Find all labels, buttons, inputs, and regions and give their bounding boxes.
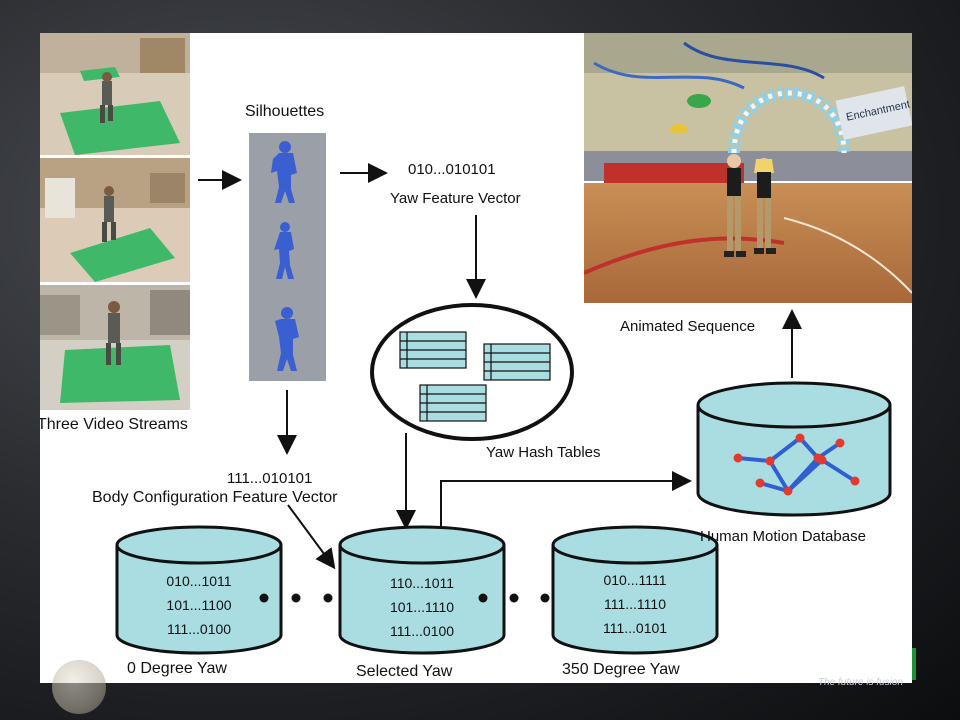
body-code-label: 111...010101 xyxy=(227,470,313,487)
human-motion-database-label: Human Motion Database xyxy=(700,528,866,545)
slide-canvas: Enchantment Under The Sea xyxy=(40,33,912,683)
hash-table-2 xyxy=(483,343,551,381)
body-feature-vector-label: Body Configuration Feature Vector xyxy=(92,489,338,506)
yaw-feature-vector-label: Yaw Feature Vector xyxy=(390,190,521,207)
video-stream-1 xyxy=(40,33,190,155)
cylinder-0-degree-yaw xyxy=(115,525,283,655)
cylinder-caption-0-degree: 0 Degree Yaw xyxy=(127,660,227,677)
cyl0-code-3: 111...0100 xyxy=(167,621,231,637)
ellipsis-dots-right xyxy=(478,593,550,603)
cyl1-code-2: 101...1110 xyxy=(390,599,454,615)
animated-sequence-render: Enchantment Under The Sea xyxy=(584,33,912,303)
cyl2-code-3: 111...0101 xyxy=(603,620,667,636)
cylinder-caption-selected: Selected Yaw xyxy=(356,663,453,680)
cyl1-code-3: 111...0100 xyxy=(390,623,454,639)
hash-table-3 xyxy=(419,384,487,422)
silhouettes-label: Silhouettes xyxy=(245,103,325,120)
cylinder-350-degree-yaw xyxy=(551,525,719,655)
cyl2-code-1: 010...1111 xyxy=(603,572,666,588)
video-stream-2 xyxy=(40,158,190,282)
yaw-code-label: 010...010101 xyxy=(408,161,496,178)
animated-character-female xyxy=(754,158,776,254)
cylinder-caption-350-degree: 350 Degree Yaw xyxy=(562,661,680,678)
ellipsis-dots-left xyxy=(259,593,333,603)
silhouette-figure-2 xyxy=(274,222,294,279)
diagram-overlay: 010...1011 101...1100 111...0100 110...1… xyxy=(115,163,892,655)
motion-skeleton-nodes xyxy=(733,433,860,496)
university-seal-logo xyxy=(52,660,106,714)
footer-tagline: The future is fusion xyxy=(818,677,904,688)
arrow-selected-yaw-to-motion-db xyxy=(440,471,692,530)
animated-character-male xyxy=(724,154,746,257)
three-video-streams-label: Three Video Streams xyxy=(40,416,188,433)
hash-table-1 xyxy=(399,331,467,369)
human-motion-database-cylinder xyxy=(696,381,892,517)
video-stream-3 xyxy=(40,285,190,410)
cyl2-code-2: 111...1110 xyxy=(604,596,666,612)
silhouette-figure-3 xyxy=(275,307,299,371)
arrow-body-vector-to-selected-yaw xyxy=(287,504,336,570)
cyl0-code-2: 101...1100 xyxy=(166,597,231,613)
cylinder-selected-yaw xyxy=(338,525,506,655)
cyl0-code-1: 010...1011 xyxy=(166,573,231,589)
animated-sequence-label: Animated Sequence xyxy=(620,318,756,335)
silhouette-figure-1 xyxy=(271,141,297,203)
cyl1-code-1: 110...1011 xyxy=(390,575,454,591)
silhouettes-panel xyxy=(249,133,326,381)
green-corner-mark xyxy=(912,648,916,680)
yaw-hash-tables-label: Yaw Hash Tables xyxy=(486,444,601,461)
